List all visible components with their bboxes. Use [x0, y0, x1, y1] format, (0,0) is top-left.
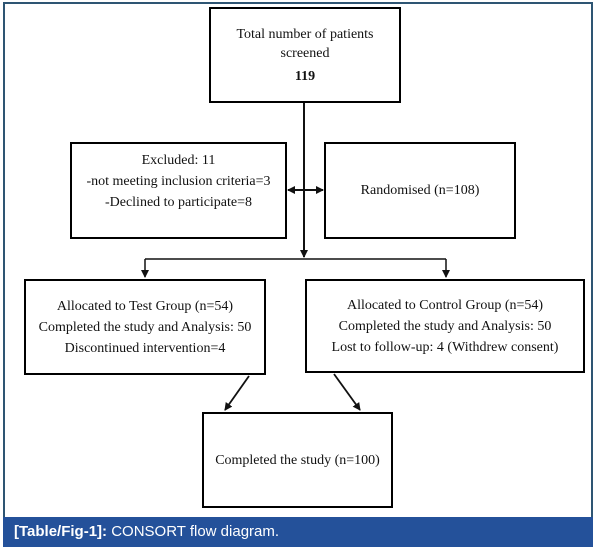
- node-control-group-line-1: Allocated to Control Group (n=54): [346, 297, 544, 313]
- node-excluded: Excluded: 11 -not meeting inclusion crit…: [70, 142, 287, 239]
- node-control-group-line-3: Lost to follow-up: 4 (Withdrew consent): [331, 339, 559, 355]
- node-completed-line-1: Completed the study (n=100): [215, 452, 380, 468]
- edge-control-to-completed: [333, 373, 361, 411]
- node-screened: Total number of patients screened 119: [209, 7, 401, 103]
- node-screened-line-1: Total number of patients: [236, 26, 374, 42]
- node-test-group-line-3: Discontinued intervention=4: [64, 340, 226, 356]
- node-randomised-line-1: Randomised (n=108): [360, 183, 480, 198]
- node-test-group-line-1: Allocated to Test Group (n=54): [56, 298, 234, 314]
- node-test-group-line-2: Completed the study and Analysis: 50: [38, 319, 252, 335]
- node-excluded-line-3: -Declined to participate=8: [104, 195, 253, 210]
- node-screened-line-2: screened: [280, 45, 330, 61]
- caption-label: [Table/Fig-1]:: [14, 523, 108, 540]
- node-excluded-line-1: Excluded: 11: [141, 153, 216, 168]
- edge-test-to-completed: [224, 375, 250, 411]
- node-control-group: Allocated to Control Group (n=54) Comple…: [305, 279, 585, 373]
- node-control-group-line-2: Completed the study and Analysis: 50: [338, 318, 552, 334]
- caption-text: CONSORT flow diagram.: [107, 523, 280, 540]
- node-completed: Completed the study (n=100): [202, 412, 393, 508]
- figure-caption: [Table/Fig-1]: CONSORT flow diagram.: [3, 517, 593, 547]
- node-screened-value: 119: [294, 68, 316, 84]
- node-excluded-line-2: -not meeting inclusion criteria=3: [86, 174, 271, 189]
- node-randomised: Randomised (n=108): [324, 142, 516, 239]
- node-test-group: Allocated to Test Group (n=54) Completed…: [24, 279, 266, 375]
